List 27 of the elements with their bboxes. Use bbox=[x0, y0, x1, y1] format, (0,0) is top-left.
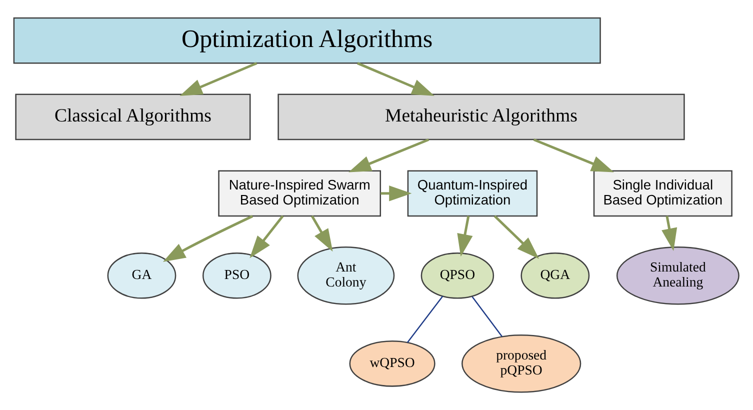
arrow bbox=[533, 138, 614, 172]
node-box: Classical Algorithms bbox=[15, 94, 251, 140]
node-ellipse: Simulated Anealing bbox=[616, 246, 740, 305]
arrow bbox=[494, 215, 540, 259]
node-ellipse: proposed pQPSO bbox=[462, 334, 582, 393]
node-ellipse: wQPSO bbox=[349, 340, 436, 387]
node-box: Nature-Inspired Swarm Based Optimization bbox=[218, 170, 382, 217]
arrow bbox=[250, 215, 284, 258]
node-box: Single Individual Based Optimization bbox=[593, 170, 732, 217]
arrow bbox=[380, 186, 412, 202]
node-box: Metaheuristic Algorithms bbox=[278, 94, 685, 140]
arrow bbox=[457, 216, 473, 257]
node-ellipse: QPSO bbox=[420, 252, 494, 299]
arrow bbox=[180, 62, 258, 96]
node-box: Quantum-Inspired Optimization bbox=[407, 170, 538, 217]
connector bbox=[406, 296, 444, 343]
arrow bbox=[310, 215, 333, 252]
node-ellipse: QGA bbox=[520, 252, 590, 299]
arrow bbox=[356, 62, 434, 96]
arrow bbox=[348, 138, 430, 172]
connector bbox=[472, 296, 502, 337]
node-ellipse: GA bbox=[107, 252, 176, 299]
arrow bbox=[662, 216, 678, 251]
node-ellipse: Ant Colony bbox=[297, 246, 395, 305]
node-ellipse: PSO bbox=[202, 252, 272, 299]
node-box: Optimization Algorithms bbox=[13, 17, 601, 64]
arrow bbox=[162, 215, 254, 262]
